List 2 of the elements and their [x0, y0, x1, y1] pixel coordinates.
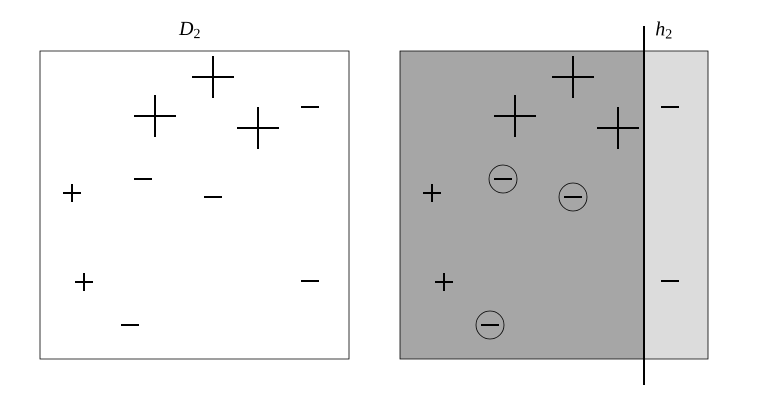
- panel-title: D$_{2}$: [178, 22, 200, 38]
- boundary-label: h$_{2}$: [656, 22, 672, 38]
